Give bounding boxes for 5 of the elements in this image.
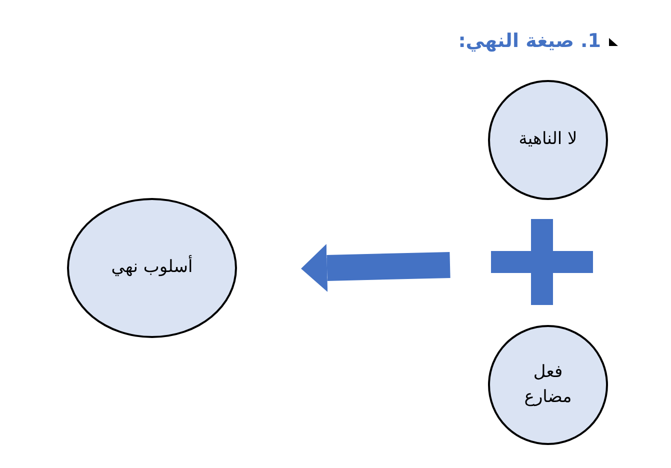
node-text: أسلوب نهي	[111, 255, 193, 280]
block-arrow	[301, 244, 450, 292]
node-text: فعل مضارع	[523, 360, 573, 409]
heading: 1. صيغة النهي:	[458, 30, 601, 52]
node-text: لا الناهية	[518, 128, 578, 152]
